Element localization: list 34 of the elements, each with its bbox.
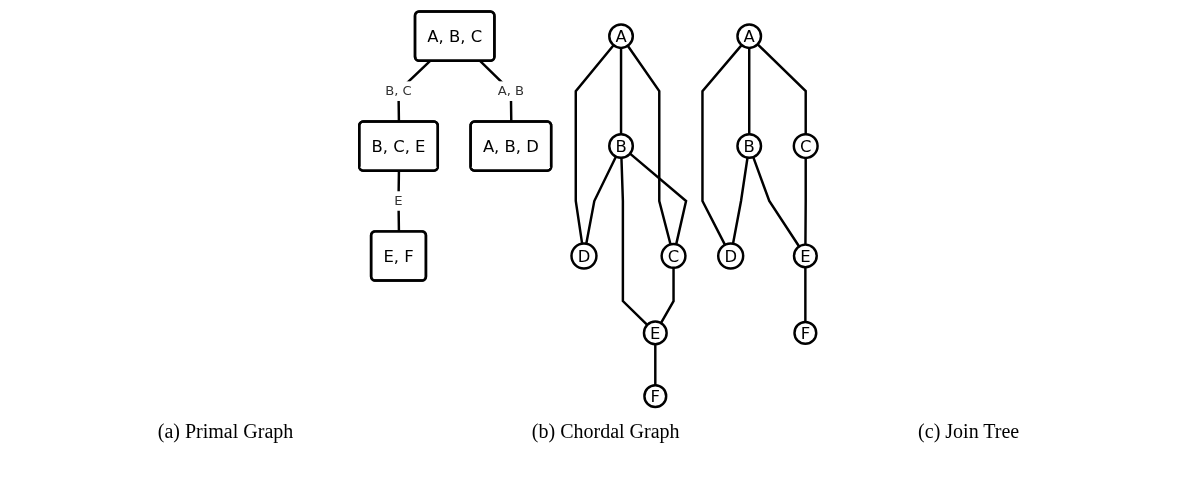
edge-label: E (394, 192, 403, 209)
node-circle: E (642, 320, 668, 346)
connector (397, 171, 401, 232)
node-circle: E (792, 243, 818, 269)
connector (752, 156, 801, 248)
connector (804, 157, 807, 245)
node-circle: D (570, 242, 598, 270)
node-circle: B (608, 133, 635, 160)
node-circle: F (793, 320, 818, 346)
node-circle: F (643, 384, 668, 409)
caption: (b) Chordal Graph (531, 420, 680, 443)
node-circle: C (660, 242, 687, 270)
node-circle: A (608, 23, 635, 50)
node-circle: B (736, 133, 763, 160)
connector (585, 156, 618, 244)
connector (626, 45, 672, 245)
edge-label: A, B (497, 82, 525, 99)
connector (619, 47, 623, 135)
node-circle: C (792, 132, 819, 160)
caption: (c) Join Tree (918, 420, 1020, 443)
connector (731, 157, 749, 244)
node-circle: A (736, 23, 763, 50)
caption: (a) Primal Graph (157, 420, 294, 443)
connector (701, 44, 743, 246)
connector (659, 267, 675, 324)
connector (748, 47, 751, 135)
edge-label: B, C (385, 82, 412, 99)
connector (756, 43, 807, 135)
connector (629, 152, 688, 245)
connector (574, 44, 615, 244)
connector (804, 267, 807, 323)
node-circle: D (717, 242, 745, 270)
connector (654, 344, 657, 386)
connector (620, 157, 649, 326)
